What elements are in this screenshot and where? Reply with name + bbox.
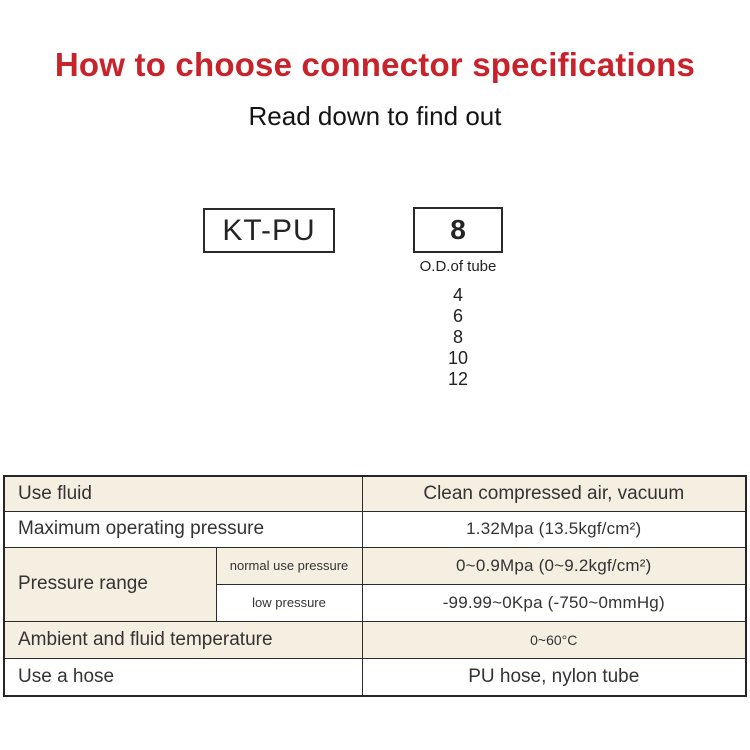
spec-table: Use fluid Clean compressed air, vacuum M… [3,475,748,697]
size-code-box: 8 [413,207,503,253]
use-fluid-value: Clean compressed air, vacuum [361,475,747,512]
table-row-use-fluid: Use fluid Clean compressed air, vacuum [3,475,747,512]
size-option: 4 [452,285,463,305]
size-code-label: 8 [450,214,466,245]
size-option: 10 [447,348,469,368]
page-subtitle: Read down to find out [248,101,502,131]
table-row-normal-pressure: Pressure range normal use pressure 0~0.9… [3,546,747,622]
page-title: How to choose connector specifications [54,46,696,83]
low-pressure-label: low pressure [215,583,363,622]
max-pressure-label: Maximum operating pressure [3,510,363,548]
table-row-low-pressure: low pressure -99.99~0Kpa (-750~0mmHg) [4,583,747,622]
normal-pressure-value: 0~0.9Mpa (0~9.2kgf/cm²) [361,546,747,585]
pressure-range-label: Pressure range [3,546,217,622]
use-fluid-label: Use fluid [3,475,363,512]
size-options-list: 4 6 8 10 12 [413,285,503,390]
model-code-box: KT-PU [203,208,335,253]
table-row-max-pressure: Maximum operating pressure 1.32Mpa (13.5… [3,510,747,548]
hose-value: PU hose, nylon tube [361,657,747,697]
low-pressure-value: -99.99~0Kpa (-750~0mmHg) [361,583,747,622]
normal-pressure-label: normal use pressure [215,546,363,585]
size-option: 6 [452,306,463,326]
hose-label: Use a hose [3,657,363,697]
table-row-hose: Use a hose PU hose, nylon tube [3,657,747,697]
size-option: 12 [447,369,469,389]
temperature-value: 0~60°C [361,620,747,659]
model-code-label: KT-PU [222,213,316,247]
table-row-temperature: Ambient and fluid temperature 0~60°C [3,620,747,659]
temperature-label: Ambient and fluid temperature [3,620,363,659]
size-caption: O.D.of tube [419,258,497,275]
size-option: 8 [452,327,463,347]
max-pressure-value: 1.32Mpa (13.5kgf/cm²) [361,510,747,548]
